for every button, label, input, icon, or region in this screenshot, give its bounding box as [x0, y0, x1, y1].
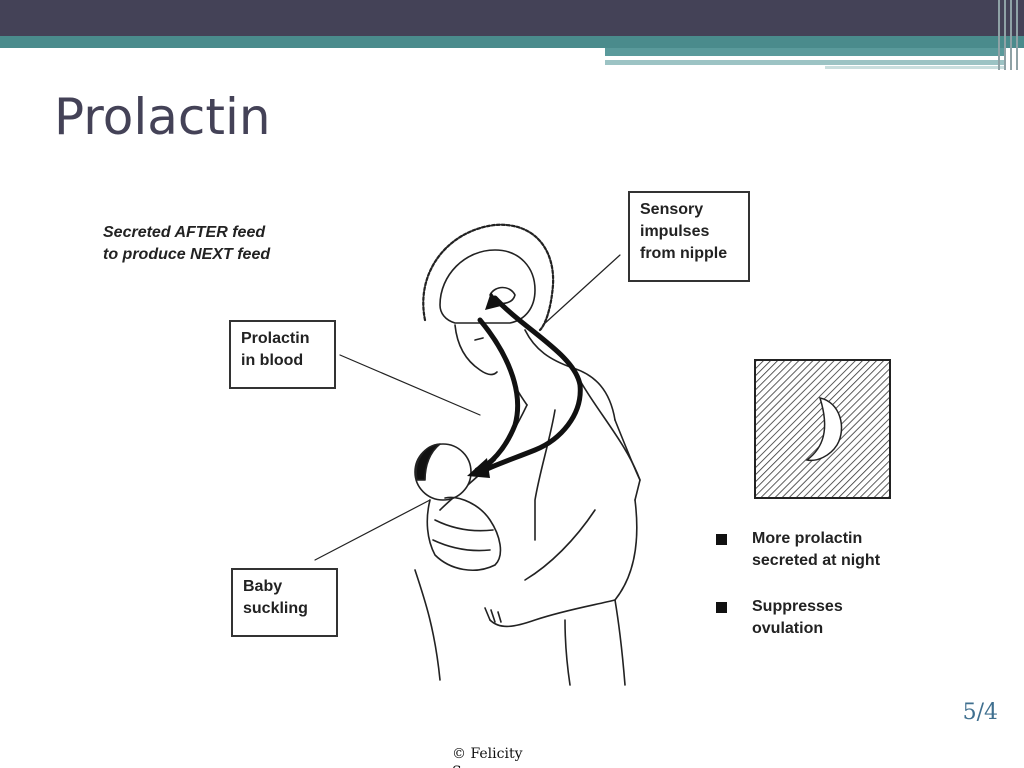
- secretion-note: Secreted AFTER feed to produce NEXT feed: [103, 224, 271, 263]
- crescent-moon-icon: [805, 397, 843, 462]
- header-teal-line: [605, 60, 1005, 65]
- bullet-marker: [716, 602, 727, 613]
- label-prolactin-in-blood: Prolactin in blood: [229, 320, 336, 389]
- header-vertical-lines: [994, 0, 1024, 70]
- header-teal-accent: [605, 48, 1005, 56]
- breastfeeding-illustration: [314, 223, 891, 686]
- header-white-line: [825, 66, 1005, 69]
- bullet-night-secretion: More prolactin secreted at night: [752, 530, 881, 569]
- copyright-notice: © Felicity Savage King: [452, 746, 523, 768]
- label-sensory-impulses: Sensory impulses from nipple: [628, 191, 750, 282]
- bullet-suppresses-ovulation: Suppresses ovulation: [752, 598, 843, 637]
- prolactin-diagram: Secreted AFTER feed to produce NEXT feed…: [95, 180, 935, 690]
- bullet-marker: [716, 534, 727, 545]
- header-teal-bar: [0, 36, 1024, 48]
- header-dark-bar: [0, 0, 1024, 36]
- page-number: 5/4: [962, 700, 998, 725]
- slide-title: Prolactin: [54, 88, 271, 146]
- label-baby-suckling: Baby suckling: [231, 568, 338, 637]
